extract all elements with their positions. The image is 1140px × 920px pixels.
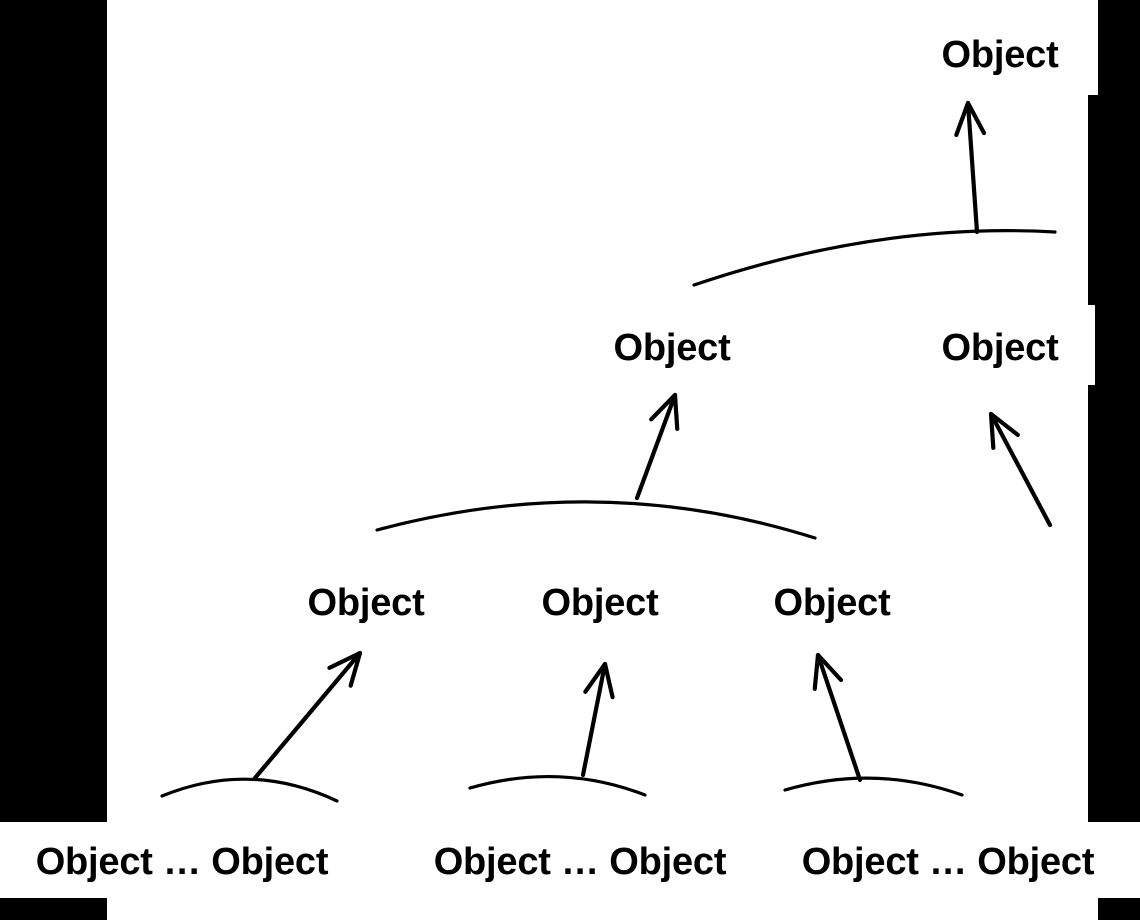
brace-curve bbox=[783, 776, 964, 797]
arrow-head bbox=[649, 392, 680, 432]
leaf-group-a: Object … Object bbox=[35, 841, 329, 883]
arrow-shaft bbox=[252, 650, 363, 781]
bar-bottom-left bbox=[0, 898, 107, 920]
brace-curve bbox=[375, 500, 817, 540]
bar-right-lower bbox=[1088, 385, 1140, 822]
arrow-shaft bbox=[965, 100, 980, 235]
brace-curve bbox=[468, 774, 647, 797]
leaf-group-b: Object … Object bbox=[433, 841, 727, 883]
brace-curve bbox=[692, 229, 1057, 287]
bar-left bbox=[0, 0, 107, 822]
bar-bottom-right bbox=[1098, 898, 1140, 920]
arrow-shaft bbox=[634, 392, 678, 501]
node-object-l2-b: Object bbox=[941, 327, 1059, 369]
arrow-head bbox=[988, 411, 1020, 451]
bar-right-middle bbox=[1095, 305, 1140, 385]
arrow-shaft bbox=[580, 661, 608, 778]
brace-curve bbox=[160, 777, 339, 803]
node-object-l3-c: Object bbox=[773, 582, 891, 624]
arrow-shaft bbox=[815, 652, 863, 783]
leaf-group-c: Object … Object bbox=[801, 841, 1095, 883]
node-object-l3-a: Object bbox=[307, 582, 425, 624]
node-object-l2-a: Object bbox=[613, 327, 731, 369]
bar-right-top bbox=[1098, 0, 1140, 95]
node-object-l3-b: Object bbox=[541, 582, 659, 624]
node-object-root: Object bbox=[941, 34, 1059, 76]
arrow-head bbox=[812, 652, 844, 691]
bar-right-upper bbox=[1088, 95, 1140, 305]
arrow-layer bbox=[252, 100, 1053, 783]
brace-curves-layer bbox=[160, 229, 1057, 803]
arrow-head bbox=[583, 661, 615, 700]
arrow-head bbox=[327, 650, 363, 688]
arrow-shaft bbox=[988, 411, 1053, 528]
arrow-head bbox=[954, 100, 987, 138]
